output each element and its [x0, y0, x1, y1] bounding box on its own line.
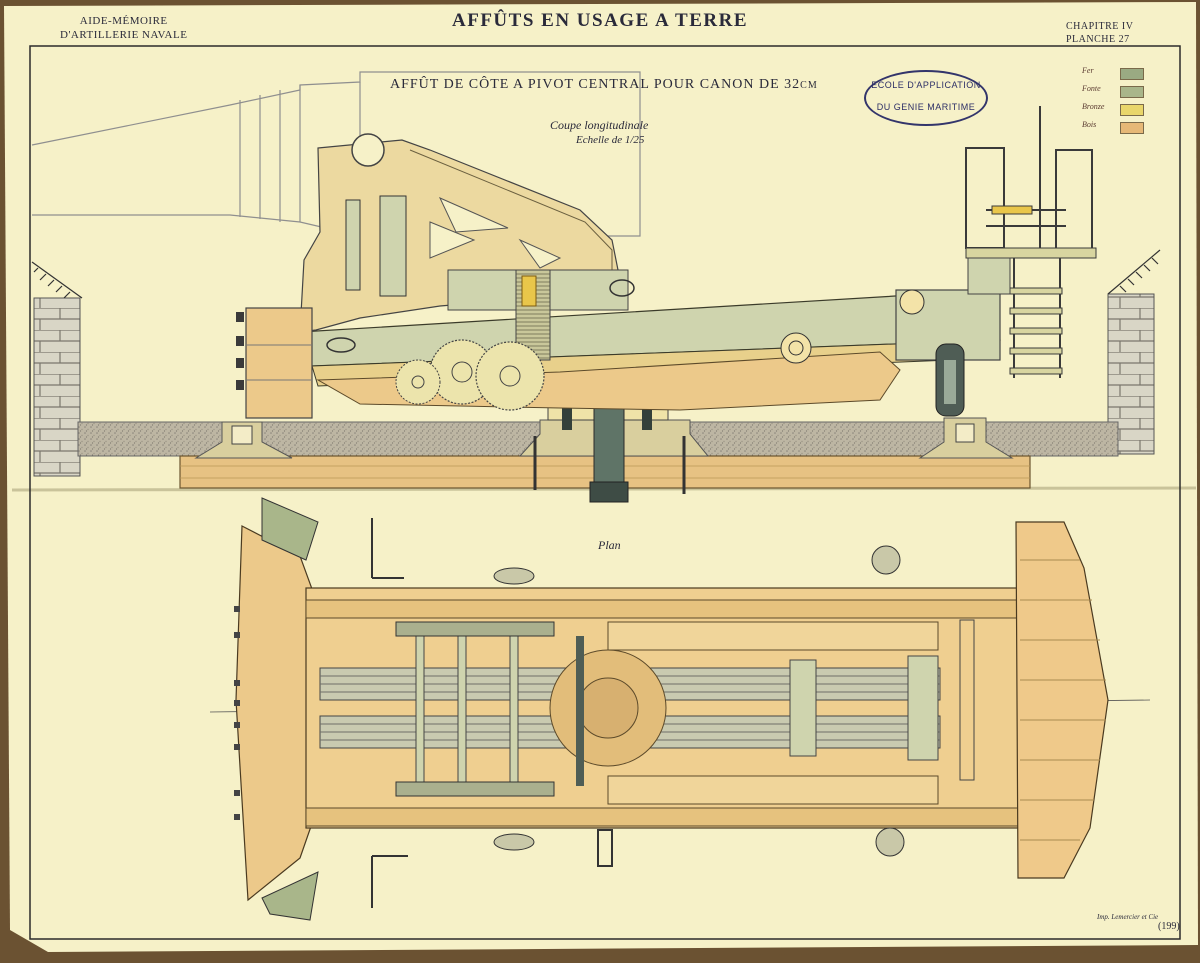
plate-label: PLANCHE 27 — [1066, 34, 1130, 45]
legend-swatch — [1120, 122, 1144, 134]
legend-item: Bronze — [1082, 102, 1172, 116]
legend-label: Bronze — [1082, 102, 1105, 111]
chapter-label: CHAPITRE IV — [1066, 21, 1134, 32]
drawing-subtitle: AFFÛT DE CÔTE A PIVOT CENTRAL POUR CANON… — [390, 77, 818, 92]
legend-label: Fer — [1082, 66, 1094, 75]
printer-credit: Imp. Lemercier et Cie — [1097, 913, 1159, 921]
page-title: AFFÛTS EN USAGE A TERRE — [452, 10, 748, 31]
legend-swatch — [1120, 68, 1144, 80]
school-stamp: ECOLE D'APPLICATION DU GENIE MARITIME — [864, 70, 988, 126]
legend-item: Fonte — [1082, 84, 1172, 98]
header-left-line1: AIDE-MÉMOIRE — [79, 15, 168, 27]
scale-label: Echelle de 1/25 — [576, 134, 645, 146]
legend-swatch — [1120, 86, 1144, 98]
legend-swatch — [1120, 104, 1144, 116]
legend-label: Fonte — [1082, 84, 1101, 93]
header-left-line2: D'ARTILLERIE NAVALE — [60, 29, 188, 41]
header-left: AIDE-MÉMOIRE D'ARTILLERIE NAVALE — [60, 14, 187, 42]
legend-item: Fer — [1082, 66, 1172, 80]
header-right: CHAPITRE IV PLANCHE 27 — [1066, 20, 1133, 46]
legend-label: Bois — [1082, 120, 1097, 129]
legend-item: Bois — [1082, 120, 1172, 134]
stamp-line2: DU GENIE MARITIME — [876, 102, 976, 112]
page-number: (199) — [1158, 921, 1180, 932]
stamp-line1: ECOLE D'APPLICATION — [871, 80, 981, 90]
section-label: Coupe longitudinale — [550, 118, 649, 132]
plan-label: Plan — [598, 538, 621, 552]
